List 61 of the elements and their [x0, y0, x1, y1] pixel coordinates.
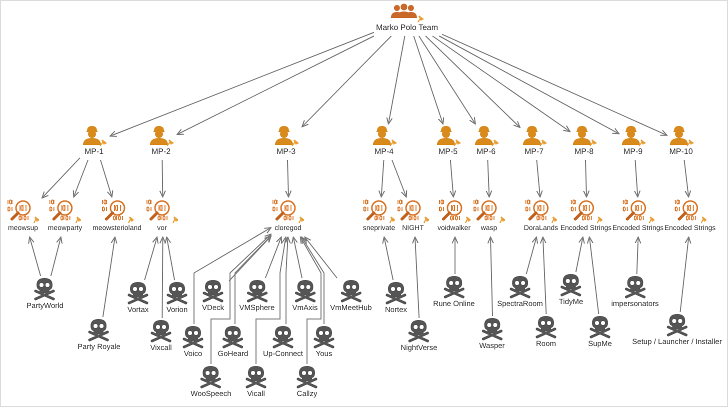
arrow — [144, 236, 159, 280]
arrow — [291, 236, 302, 278]
arrow — [386, 36, 406, 125]
arrow — [159, 160, 166, 198]
arrow — [100, 160, 114, 198]
arrow — [680, 236, 692, 312]
arrow — [634, 236, 642, 274]
arrow — [194, 227, 272, 324]
arrow — [583, 160, 590, 198]
arrow — [413, 36, 444, 125]
arrow — [536, 160, 543, 198]
member-name: MP-8 — [573, 147, 595, 157]
arrow — [540, 236, 547, 314]
member-name: MP-3 — [275, 147, 297, 157]
arrow — [412, 236, 420, 318]
arrow — [176, 36, 374, 136]
arrow — [432, 36, 571, 132]
arrow — [418, 36, 476, 125]
arrow — [438, 36, 620, 134]
arrow — [382, 236, 394, 280]
arrow — [450, 160, 456, 198]
arrow — [72, 160, 88, 198]
arrow — [634, 160, 641, 198]
arrow — [300, 236, 324, 324]
arrow — [300, 236, 322, 364]
arrow — [256, 236, 288, 364]
arrow — [285, 160, 292, 198]
arrow — [586, 236, 600, 314]
arrow — [487, 236, 494, 316]
arrow — [41, 157, 80, 199]
member-name: MP-5 — [437, 147, 459, 157]
arrow — [486, 160, 492, 198]
member-name: MP-6 — [475, 147, 497, 157]
arrow — [304, 236, 338, 278]
arrow — [210, 234, 272, 364]
team-name: Marko Polo Team — [374, 23, 440, 33]
member-name: MP-2 — [150, 147, 172, 157]
arrow — [28, 236, 42, 276]
member-name: MP-4 — [373, 147, 395, 157]
arrow — [159, 236, 166, 318]
arrow — [392, 160, 408, 198]
member-name: MP-1 — [83, 147, 105, 157]
arrow — [50, 236, 63, 276]
arrow — [234, 235, 272, 324]
arrow — [284, 236, 291, 324]
member-name: MP-9 — [622, 147, 644, 157]
arrow — [526, 236, 538, 274]
arrow — [301, 36, 392, 128]
arrow — [109, 32, 374, 137]
arrow — [575, 236, 585, 272]
arrow — [425, 36, 521, 128]
arrow — [684, 160, 692, 198]
arrow — [452, 236, 458, 274]
member-name: MP-7 — [523, 147, 545, 157]
arrow — [264, 236, 282, 278]
arrow — [378, 160, 386, 198]
member-name: MP-10 — [668, 147, 694, 157]
arrow — [102, 236, 118, 318]
arrow — [442, 34, 668, 136]
arrow — [164, 236, 175, 280]
arrow — [228, 236, 272, 282]
